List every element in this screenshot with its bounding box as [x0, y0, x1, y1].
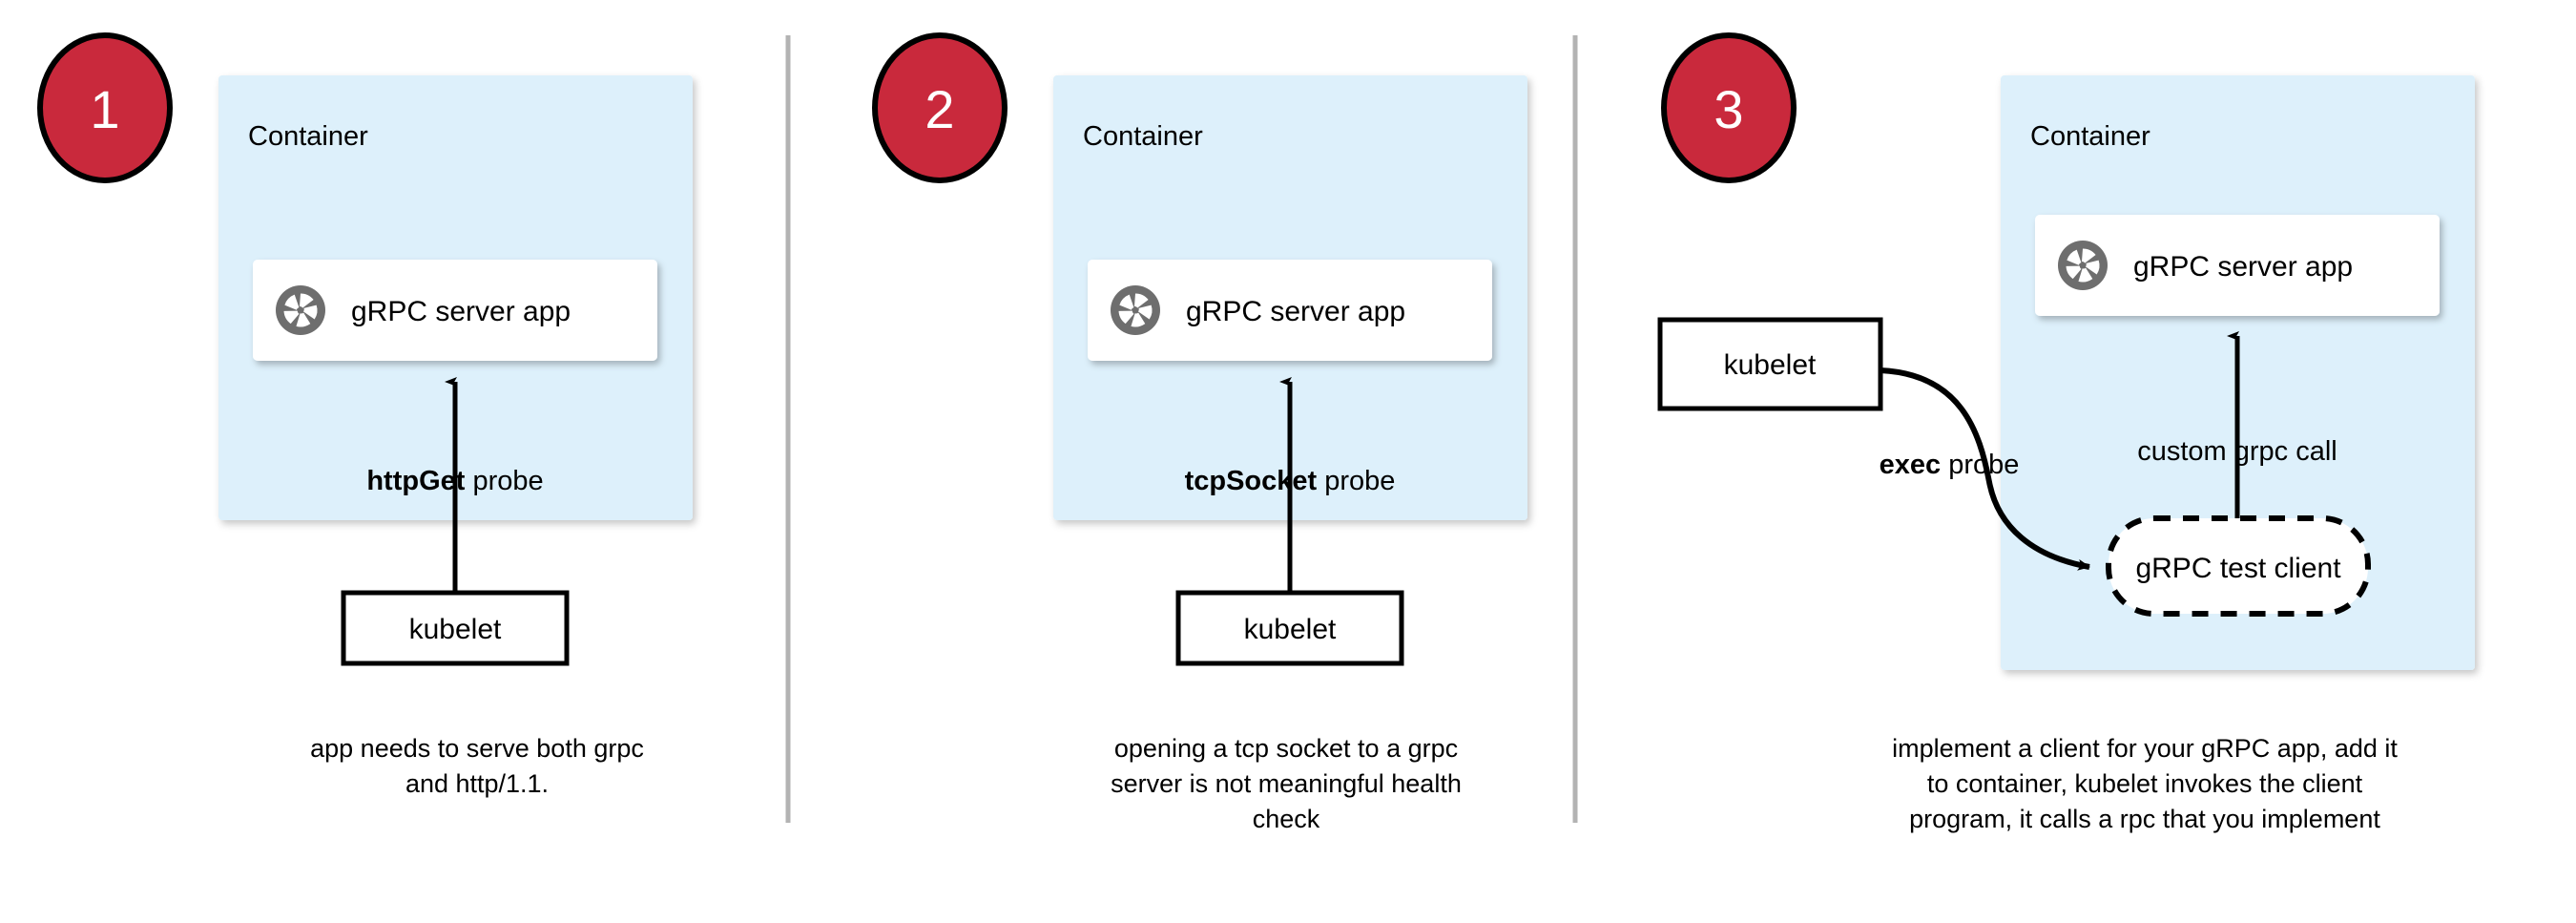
badge-circle-1 — [37, 32, 173, 183]
kubelet-label-1: kubelet — [409, 614, 502, 645]
grpc-logo-icon — [1111, 285, 1160, 335]
step-badge-3: 3 — [1661, 32, 1797, 183]
caption-line-3-1: to container, kubelet invokes the client — [1927, 769, 2363, 798]
grpc-test-client-label: gRPC test client — [2135, 553, 2341, 584]
caption-line-3-0: implement a client for your gRPC app, ad… — [1892, 734, 2398, 763]
exec-probe-label-bold: exec — [1880, 450, 1942, 480]
caption-line-2-0: opening a tcp socket to a grpc — [1114, 734, 1458, 763]
panel-1: Container gRPC server app httpGet probe … — [218, 75, 693, 798]
exec-probe-label-rest: probe — [1941, 450, 2019, 480]
panel-2: Container gRPC server app tcpSocket prob… — [1053, 75, 1527, 833]
grpc-logo-icon — [2058, 241, 2108, 290]
probe-label-bold-2: tcpSocket — [1185, 466, 1318, 496]
caption-line-3-2: program, it calls a rpc that you impleme… — [1909, 805, 2380, 833]
probe-label-rest-1: probe — [465, 466, 543, 496]
kubelet-box-2 — [1175, 590, 1404, 666]
badge-number-1: 1 — [90, 79, 119, 139]
app-label-2: gRPC server app — [1186, 296, 1405, 327]
kubelet-box-3 — [1657, 317, 1883, 411]
probe-label-rest-2: probe — [1317, 466, 1395, 496]
panel-3: Container gRPC server app custom grpc ca… — [1657, 75, 2475, 833]
caption-line-1-0: app needs to serve both grpc — [310, 734, 644, 763]
app-box-3 — [2035, 215, 2440, 316]
badge-circle-2 — [872, 32, 1008, 183]
container-label-1: Container — [248, 121, 368, 152]
kubelet-label-2: kubelet — [1244, 614, 1337, 645]
caption-line-2-2: check — [1253, 805, 1320, 833]
exec-probe-label: exec probe — [1880, 450, 2020, 480]
container-label-3: Container — [2030, 121, 2150, 152]
kubelet-label-3: kubelet — [1724, 349, 1817, 381]
probe-label-2: tcpSocket probe — [1185, 466, 1396, 496]
app-label-3: gRPC server app — [2133, 251, 2353, 283]
grpc-logo-icon — [276, 285, 325, 335]
exec-probe-arrow — [1880, 367, 2090, 571]
badge-circle-3 — [1661, 32, 1797, 183]
container-label-2: Container — [1083, 121, 1203, 152]
custom-grpc-call-label: custom grpc call — [2137, 436, 2337, 467]
probe-label-bold-1: httpGet — [366, 466, 465, 496]
caption-line-1-1: and http/1.1. — [405, 769, 549, 798]
app-box-1 — [253, 260, 657, 361]
probe-label-1: httpGet probe — [366, 466, 543, 496]
caption-line-2-1: server is not meaningful health — [1111, 769, 1462, 798]
app-label-1: gRPC server app — [351, 296, 571, 327]
badge-number-2: 2 — [924, 79, 954, 139]
step-badge-1: 1 — [37, 32, 173, 183]
grpc-test-client-box — [2106, 515, 2371, 617]
app-box-2 — [1088, 260, 1492, 361]
badge-number-3: 3 — [1714, 79, 1743, 139]
step-badge-2: 2 — [872, 32, 1008, 183]
kubelet-box-1 — [341, 590, 570, 666]
